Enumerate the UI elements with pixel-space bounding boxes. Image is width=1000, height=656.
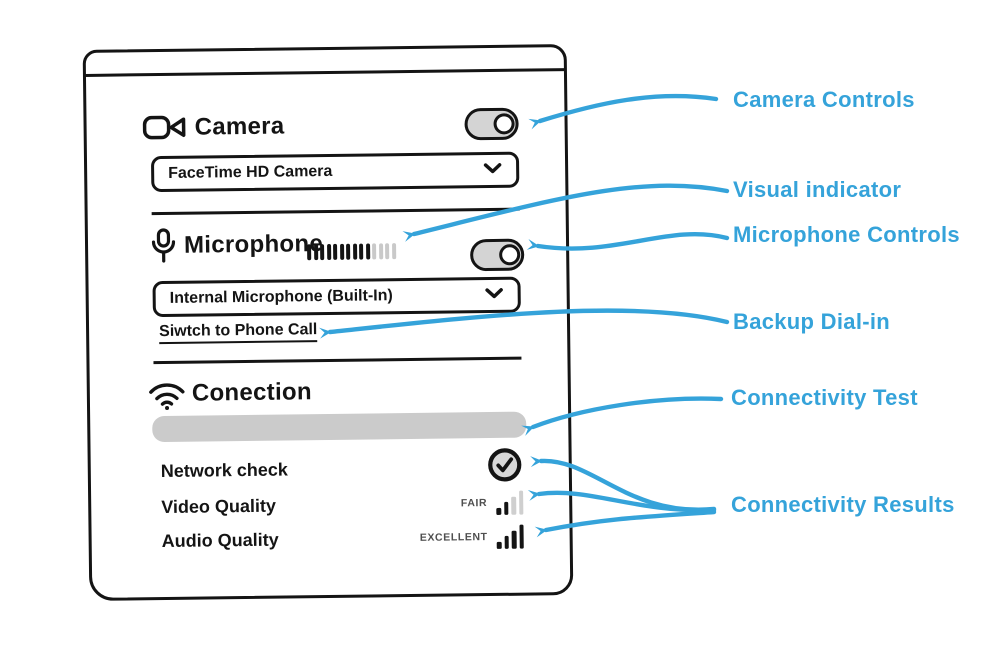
microphone-section-title: Microphone (183, 230, 324, 259)
microphone-device-select[interactable]: Internal Microphone (Built-In) (152, 276, 521, 318)
mic-level-indicator (307, 243, 396, 261)
switch-to-phone-call-link[interactable]: Siwtch to Phone Call (158, 321, 318, 345)
camera-device-select[interactable]: FaceTime HD Camera (150, 151, 520, 193)
annotation-connectivity-results: Connectivity Results (731, 492, 955, 517)
panel-titlebar (84, 47, 565, 77)
annotation-microphone-controls: Microphone Controls (733, 222, 960, 247)
audio-quality-rating: EXCELLENT (419, 531, 488, 544)
settings-panel: Camera FaceTime HD Camera Microphone (82, 44, 574, 601)
camera-section-title: Camera (194, 112, 285, 141)
annotation-camera-controls: Camera Controls (733, 87, 915, 112)
camera-toggle[interactable] (464, 107, 519, 141)
section-divider (153, 356, 522, 365)
connectivity-test-progressbar (152, 411, 527, 443)
annotation-visual-indicator: Visual indicator (733, 177, 902, 202)
annotation-backup-dialin: Backup Dial-in (733, 309, 891, 334)
chevron-down-icon (483, 161, 502, 179)
check-circle-icon (487, 446, 523, 487)
camera-toggle-knob (493, 113, 515, 135)
video-camera-icon (142, 114, 186, 148)
chevron-down-icon (485, 286, 504, 304)
microphone-device-value: Internal Microphone (Built-In) (169, 287, 393, 307)
video-signal-bars-icon (496, 490, 524, 515)
audio-quality-label: Audio Quality (161, 529, 279, 551)
microphone-toggle-knob (499, 244, 521, 266)
connection-section-title: Conection (191, 378, 313, 407)
network-check-label: Network check (160, 459, 288, 481)
video-quality-row: Video Quality FAIR (161, 486, 524, 524)
audio-signal-bars-icon (496, 524, 524, 549)
video-quality-label: Video Quality (161, 495, 277, 517)
annotation-connectivity-test: Connectivity Test (731, 385, 918, 410)
microphone-toggle[interactable] (469, 238, 525, 272)
wifi-icon (147, 379, 187, 415)
section-divider (151, 207, 520, 216)
audio-quality-row: Audio Quality EXCELLENT (161, 520, 524, 558)
camera-device-value: FaceTime HD Camera (168, 162, 333, 182)
microphone-icon (150, 228, 178, 270)
video-quality-rating: FAIR (460, 497, 488, 510)
network-check-row: Network check (160, 447, 523, 488)
